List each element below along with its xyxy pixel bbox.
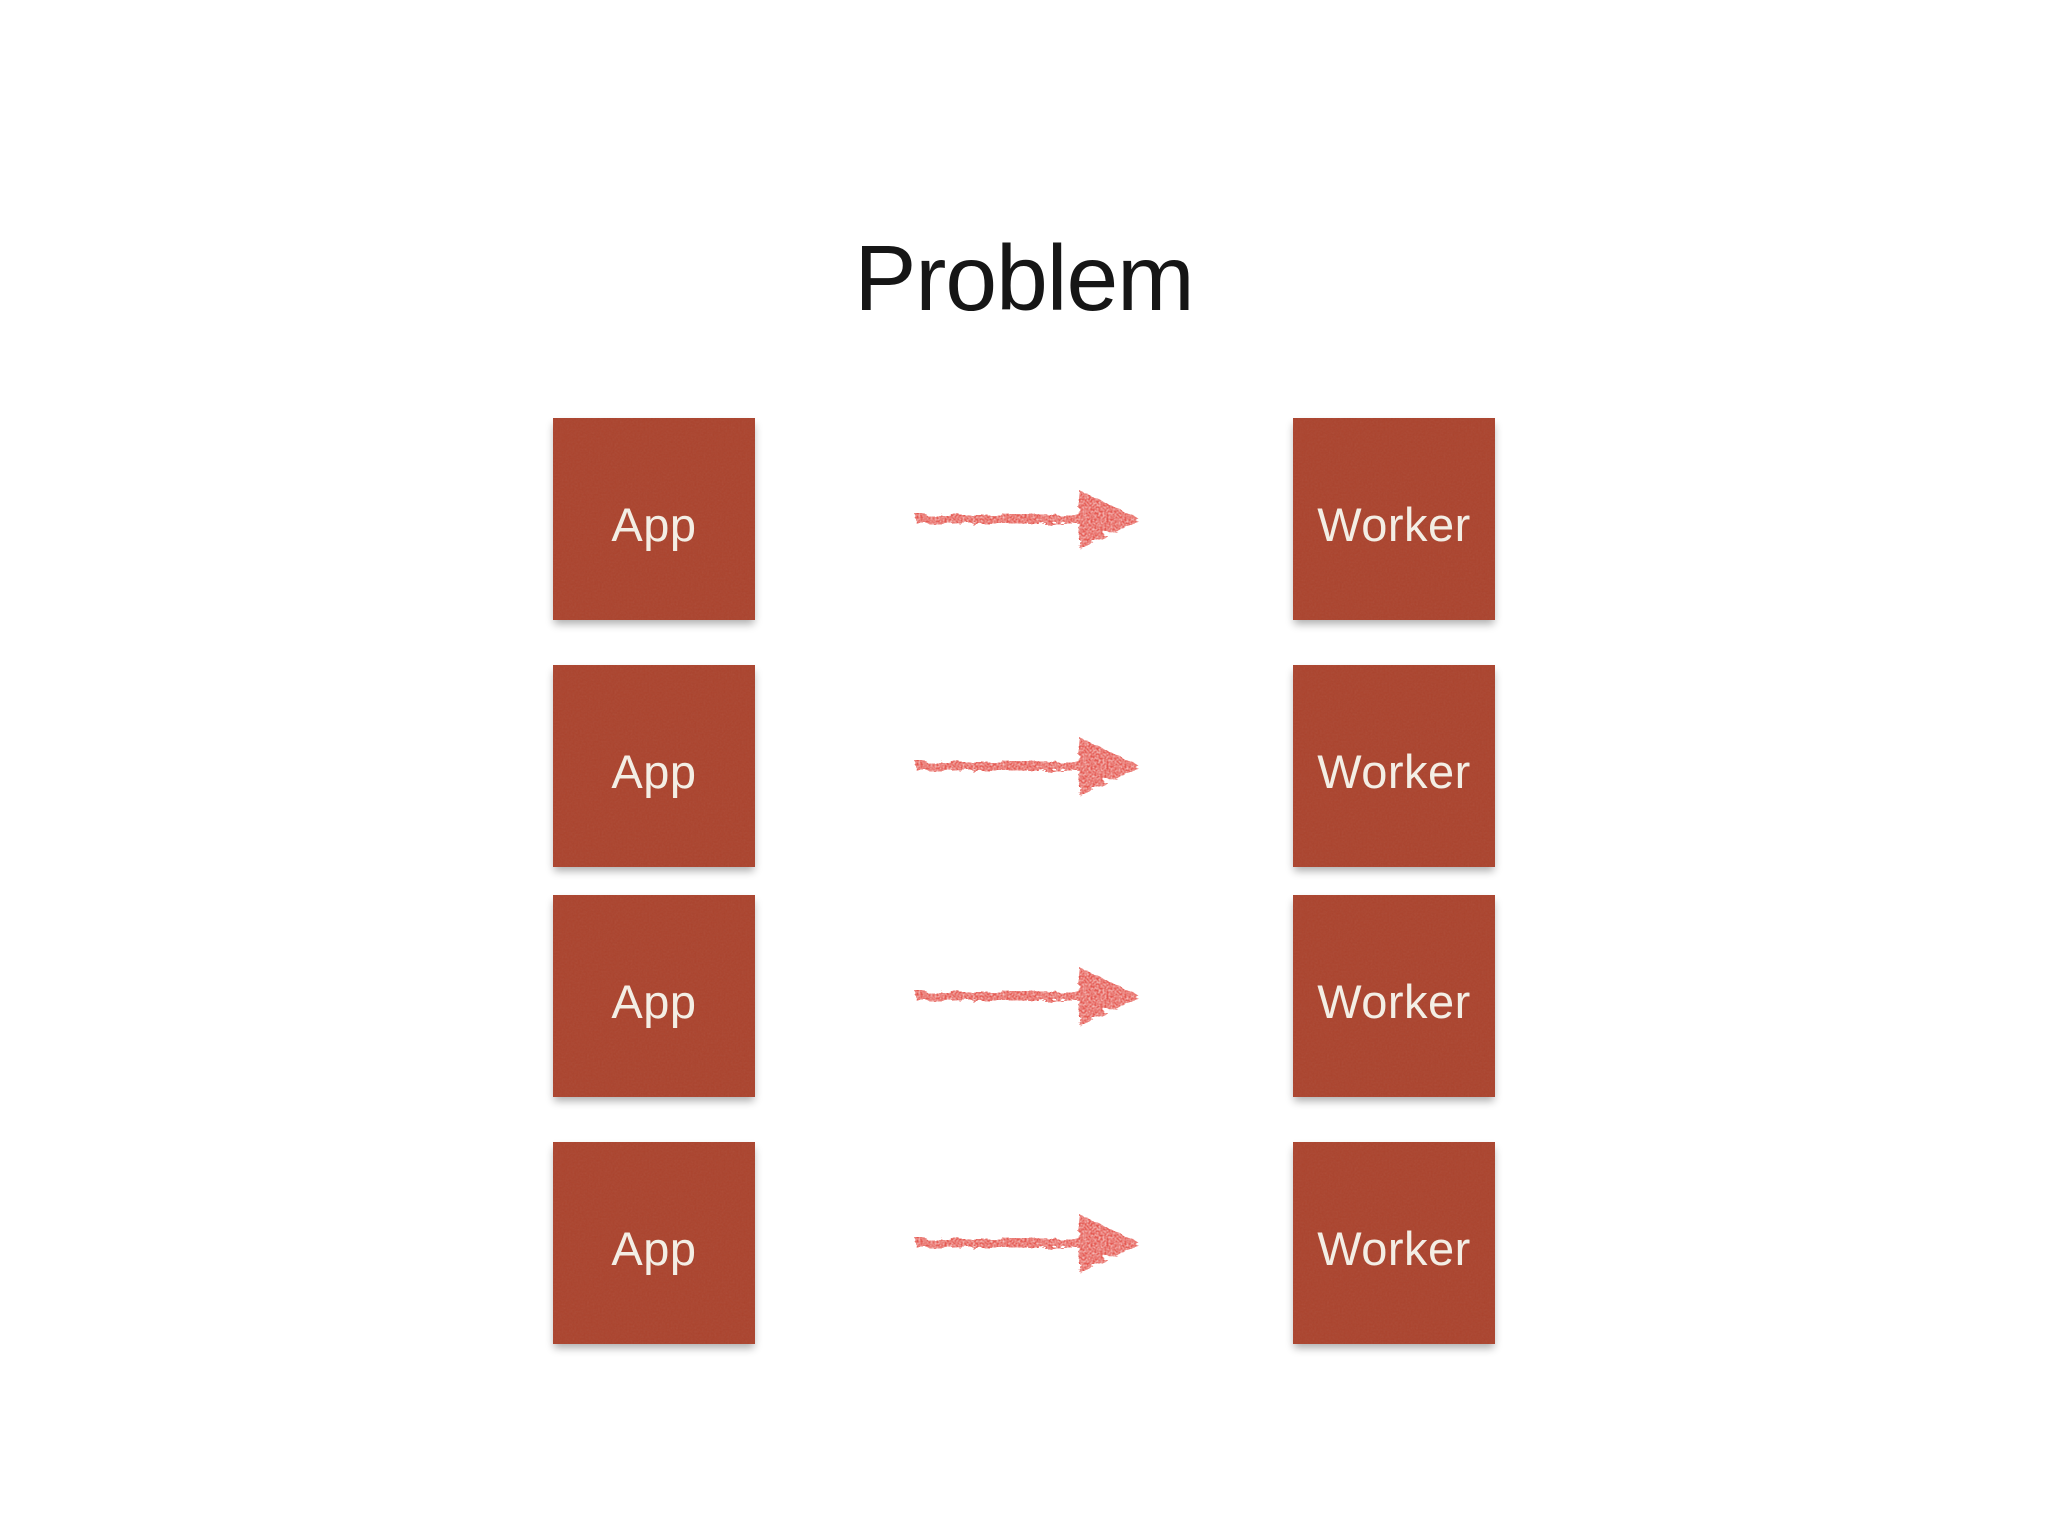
worker-box-label: Worker xyxy=(1317,1221,1471,1275)
page-title: Problem xyxy=(854,226,1194,330)
arrow-right-icon xyxy=(916,490,1139,548)
diagram-row: App Worker xyxy=(553,895,1495,1097)
app-box: App xyxy=(553,418,755,620)
app-box-label: App xyxy=(611,497,697,551)
worker-box-label: Worker xyxy=(1317,974,1471,1028)
diagram-row: App Worker xyxy=(553,1142,1495,1344)
app-box-label: App xyxy=(611,974,697,1028)
app-box-label: App xyxy=(611,1221,697,1275)
arrow-right-icon xyxy=(916,967,1139,1025)
diagram-row: App Worker xyxy=(553,418,1495,620)
app-box: App xyxy=(553,1142,755,1344)
worker-box-label: Worker xyxy=(1317,497,1471,551)
worker-box: Worker xyxy=(1293,665,1495,867)
app-box: App xyxy=(553,665,755,867)
worker-box: Worker xyxy=(1293,418,1495,620)
arrow-right-icon xyxy=(916,737,1139,795)
diagram-row: App Worker xyxy=(553,665,1495,867)
worker-box: Worker xyxy=(1293,895,1495,1097)
app-box: App xyxy=(553,895,755,1097)
app-box-label: App xyxy=(611,744,697,798)
arrow-right-icon xyxy=(916,1214,1139,1272)
worker-box-label: Worker xyxy=(1317,744,1471,798)
worker-box: Worker xyxy=(1293,1142,1495,1344)
